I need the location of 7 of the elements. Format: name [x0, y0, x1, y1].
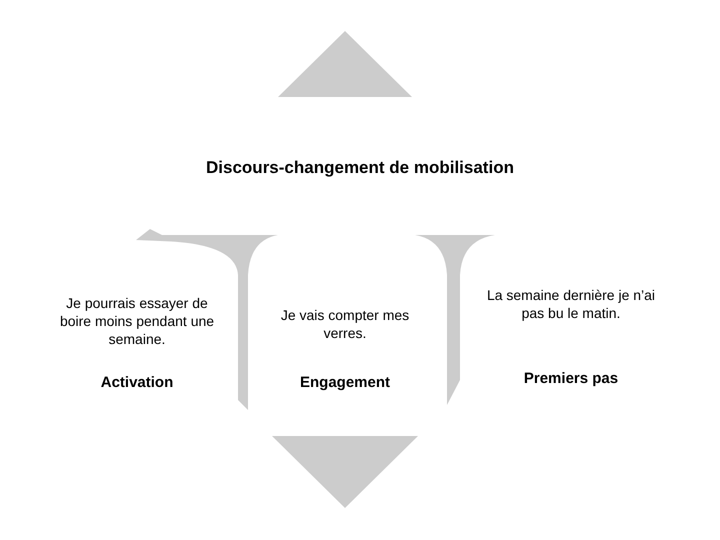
stage-heading: Engagement [300, 373, 390, 393]
quote-text: La semaine dernière je n’ai pas bu le matin. [486, 286, 656, 322]
quote-text: Je vais compter mes verres. [262, 306, 428, 342]
stage-heading: Premiers pas [524, 369, 618, 389]
stage-heading: Activation [100, 373, 174, 393]
title: Discours-changement de mobilisation [205, 157, 515, 179]
quote-text: Je pourrais essayer de boire moins pendant une semaine. [52, 294, 222, 348]
